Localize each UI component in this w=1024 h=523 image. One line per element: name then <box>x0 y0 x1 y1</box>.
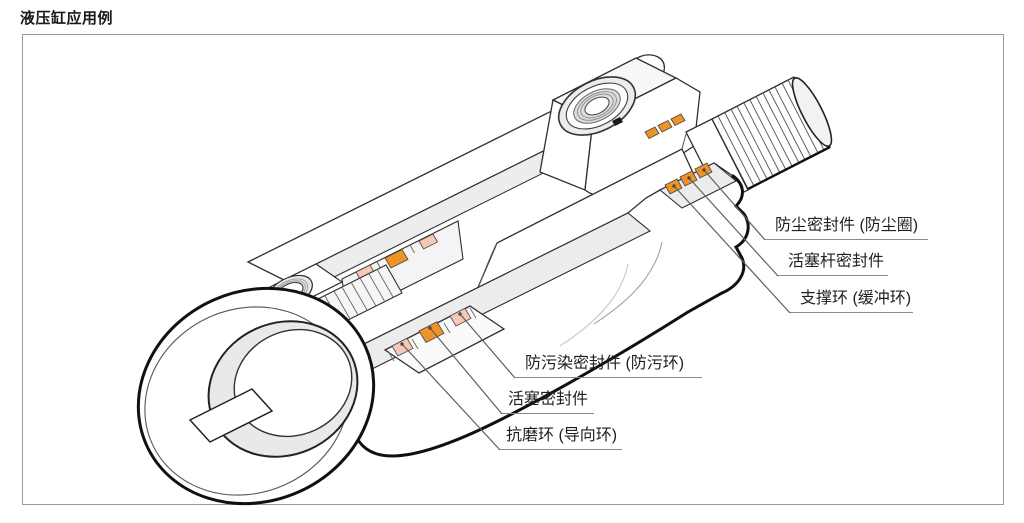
label-buffer-ring: 支撑环 (缓冲环) <box>790 290 913 313</box>
leader-lines <box>400 168 791 451</box>
label-dust-seal-text: 防尘密封件 (防尘圈) <box>775 217 919 234</box>
leader-dust-seal <box>703 169 766 241</box>
label-buffer-ring-text: 支撑环 (缓冲环) <box>800 290 912 307</box>
label-wear-ring-text: 抗磨环 (导向环) <box>506 427 618 444</box>
piston <box>383 305 506 374</box>
head-rod-seals <box>644 113 686 140</box>
leader-piston-seal <box>429 327 503 415</box>
leader-rod-seal <box>688 177 779 277</box>
figure-title: 液压缸应用例 <box>20 10 114 27</box>
piston-seals <box>391 307 472 357</box>
cylinder-head <box>539 54 701 197</box>
label-dust-seal: 防尘密封件 (防尘圈) <box>765 217 928 240</box>
leader-wear-ring <box>401 343 501 451</box>
leader-dots <box>400 168 706 346</box>
leader-buffer-ring <box>673 185 791 314</box>
label-rod-seal-text: 活塞杆密封件 <box>788 253 885 270</box>
label-rod-seal: 活塞杆密封件 <box>778 253 888 276</box>
label-wear-ring: 抗磨环 (导向环) <box>500 427 622 450</box>
clevis-mount <box>136 286 376 506</box>
label-piston-seal: 活塞密封件 <box>502 391 594 414</box>
label-anti-pollution-seal: 防污染密封件 (防污环) <box>515 355 702 378</box>
label-anti-pollution-seal-text: 防污染密封件 (防污环) <box>525 355 685 372</box>
diagram-frame <box>22 34 1004 505</box>
clevis-step <box>188 388 274 443</box>
label-piston-seal-text: 活塞密封件 <box>508 391 589 408</box>
leader-anti-pollution-seal <box>459 313 516 379</box>
